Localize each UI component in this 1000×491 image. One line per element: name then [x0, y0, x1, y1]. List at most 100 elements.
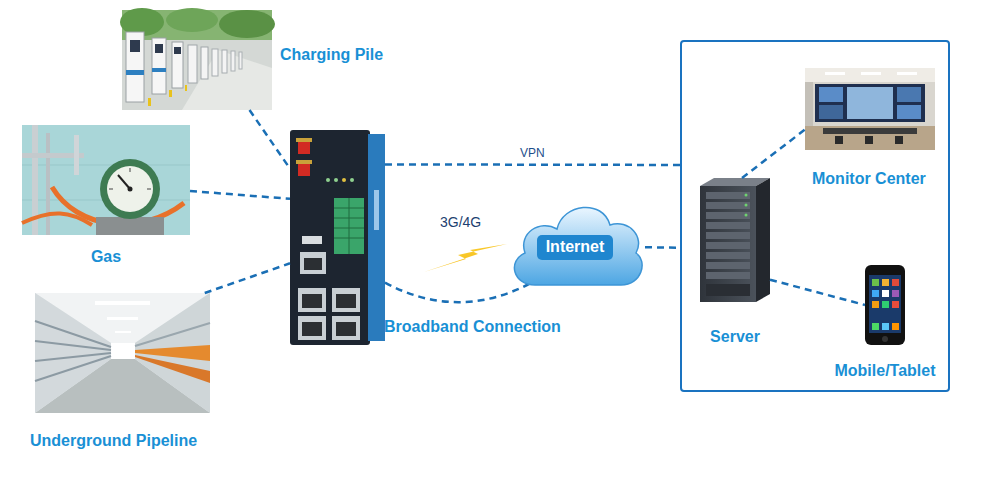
illustration-path — [22, 213, 92, 225]
illustration-rect — [188, 45, 197, 83]
illustration-rect — [46, 133, 50, 235]
illustration-rect — [298, 142, 310, 154]
illustration-line — [35, 341, 111, 350]
node-label: Gas — [91, 248, 121, 266]
illustration-rect — [882, 279, 889, 286]
illustration-rect — [152, 38, 166, 94]
illustration-rect — [706, 202, 750, 209]
illustration-circle — [745, 194, 748, 197]
illustration-rect — [96, 217, 164, 235]
illustration-rect — [332, 288, 360, 312]
dashed-connector — [385, 283, 530, 303]
illustration-polygon — [135, 355, 210, 383]
illustration-rect — [107, 317, 138, 320]
illustration-line — [147, 189, 151, 190]
dashed-connector — [645, 246, 680, 249]
monitor-center-photo — [805, 68, 935, 150]
illustration-line — [334, 238, 364, 239]
illustration-rect — [148, 98, 151, 106]
pipeline-photo — [35, 293, 210, 413]
illustration-rect — [892, 323, 899, 330]
illustration-rect — [374, 190, 379, 230]
illustration-rect — [706, 232, 750, 239]
illustration-rect — [336, 322, 356, 336]
illustration-rect — [897, 72, 917, 75]
illustration-rect — [865, 265, 905, 345]
illustration-rect — [882, 323, 889, 330]
free-label-holder: 3G/4G — [440, 214, 481, 231]
node-label: Broadband Connection — [384, 318, 561, 336]
illustration-line — [35, 356, 111, 381]
illustration-rect — [706, 272, 750, 279]
dashed-connector — [250, 110, 291, 169]
illustration-rect — [706, 252, 750, 259]
illustration-rect — [296, 160, 312, 164]
illustration-rect — [111, 343, 135, 359]
server-group-frame: ServerMonitor CenterMobile/Tablet — [680, 40, 950, 392]
illustration-line — [334, 218, 364, 219]
illustration-path — [514, 207, 642, 285]
illustration-rect — [130, 40, 140, 52]
illustration-ellipse — [219, 10, 275, 38]
illustration-line — [334, 228, 364, 229]
node-label: Charging Pile — [280, 46, 383, 64]
illustration-rect — [872, 279, 879, 286]
illustration-rect — [35, 293, 210, 413]
illustration-rect — [300, 252, 326, 274]
illustration-rect — [872, 290, 879, 297]
illustration-circle — [882, 336, 888, 342]
illustration-polygon — [35, 293, 111, 413]
illustration-line — [130, 168, 131, 172]
illustration-rect — [815, 84, 925, 122]
illustration-rect — [865, 136, 873, 144]
illustration-circle — [326, 178, 330, 182]
illustration-rect — [835, 136, 843, 144]
illustration-rect — [897, 87, 921, 102]
mobile-phone — [865, 265, 905, 345]
illustration-rect — [332, 316, 360, 340]
server-tower — [700, 178, 770, 302]
illustration-circle — [350, 178, 354, 182]
illustration-rect — [169, 90, 172, 97]
illustration-rect — [847, 87, 893, 119]
illustration-circle — [342, 178, 346, 182]
illustration-circle — [100, 159, 160, 219]
illustration-rect — [155, 44, 163, 53]
router-node: Broadband Connection — [290, 130, 385, 345]
illustration-rect — [302, 294, 322, 308]
illustration-rect — [302, 236, 322, 244]
illustration-circle — [128, 187, 133, 192]
illustration-circle — [745, 214, 748, 217]
illustration-polygon — [805, 126, 935, 150]
gas-photo — [22, 125, 190, 235]
illustration-rect — [869, 275, 901, 333]
illustration-rect — [212, 49, 218, 76]
dashed-connector — [205, 263, 290, 293]
illustration-rect — [895, 136, 903, 144]
illustration-rect — [22, 125, 190, 235]
illustration-rect — [290, 130, 370, 345]
dashed-connector — [742, 130, 805, 179]
illustration-rect — [872, 323, 879, 330]
illustration-rect — [706, 284, 750, 296]
illustration-rect — [805, 68, 935, 150]
illustration-rect — [172, 42, 183, 88]
node-label: Monitor Center — [812, 170, 926, 188]
dashed-connector — [770, 280, 865, 305]
illustration-rect — [336, 294, 356, 308]
illustration-rect — [706, 222, 750, 229]
illustration-line — [349, 198, 350, 254]
illustration-ellipse — [166, 8, 218, 32]
photo-node: Charging Pile — [122, 10, 272, 110]
illustration-rect — [706, 192, 750, 199]
illustration-polygon — [756, 178, 770, 302]
illustration-rect — [302, 322, 322, 336]
illustration-rect — [126, 32, 144, 102]
server-node: Server — [700, 178, 770, 302]
illustration-rect — [882, 301, 889, 308]
illustration-line — [135, 323, 210, 346]
dashed-connector — [385, 163, 680, 166]
illustration-rect — [823, 128, 917, 134]
